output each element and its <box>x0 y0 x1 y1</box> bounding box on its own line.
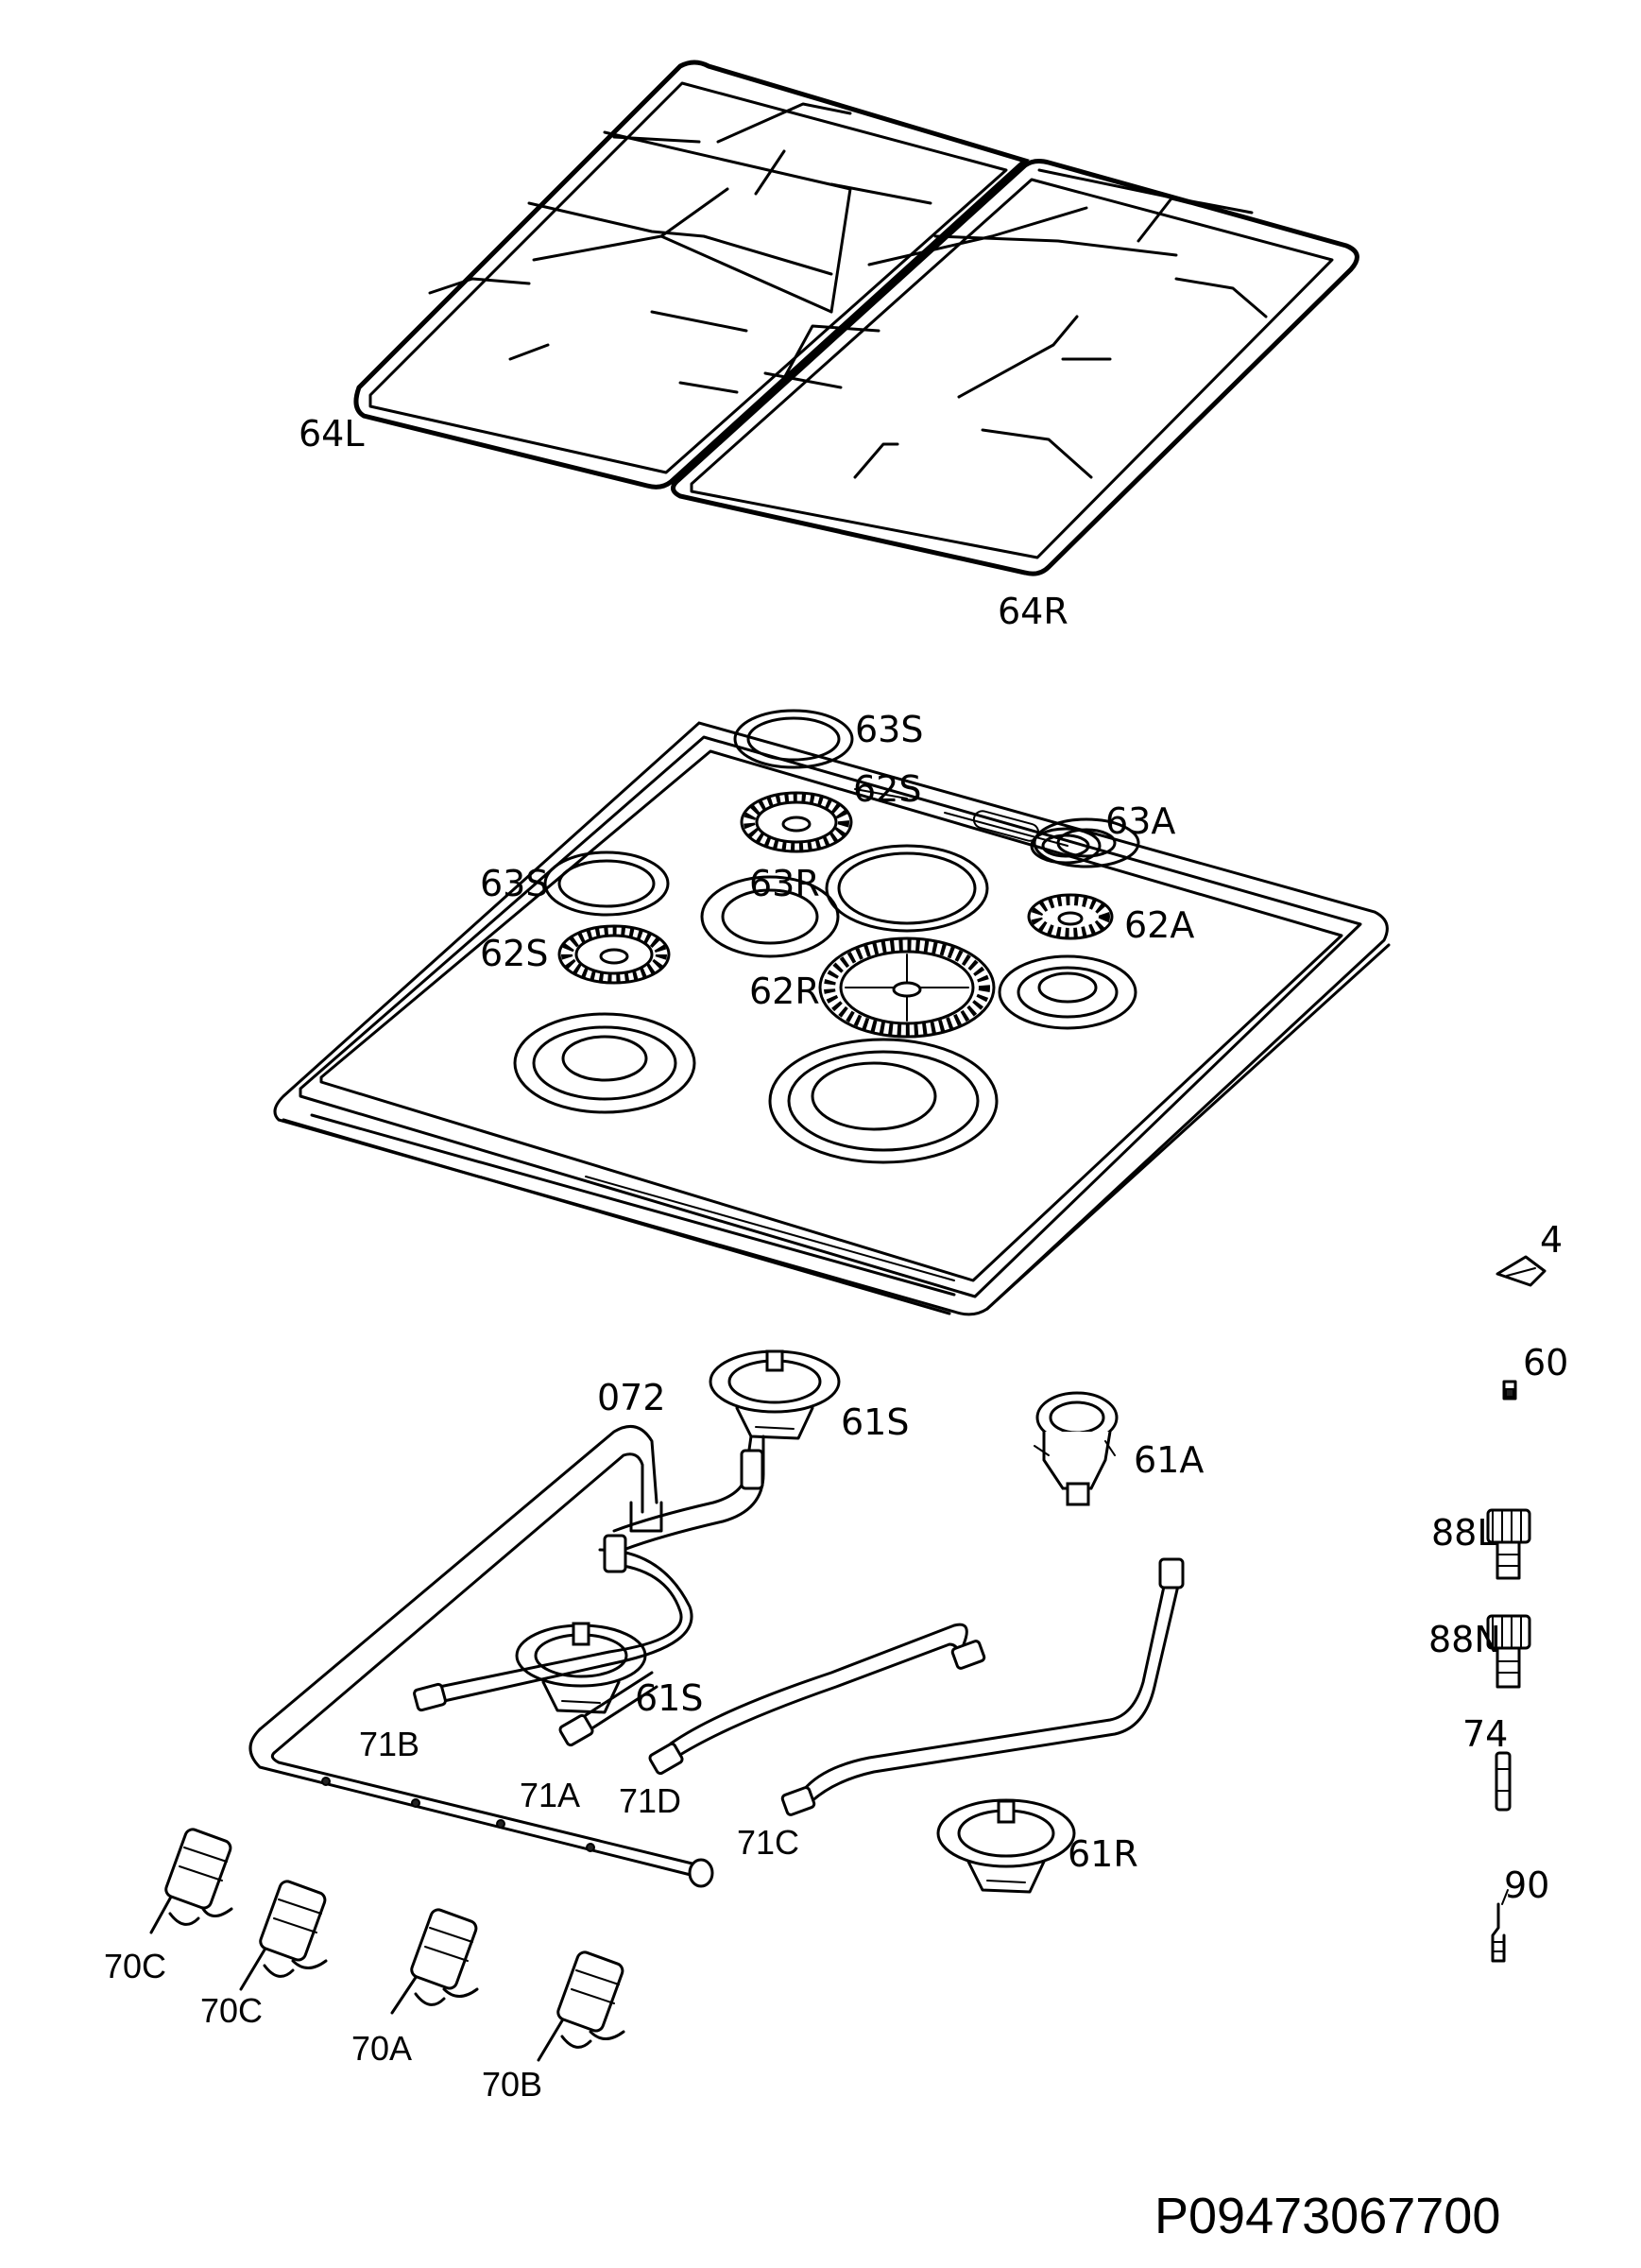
gas-tap-70a[interactable] <box>390 1908 479 2015</box>
callout-4: 4 <box>1540 1219 1563 1261</box>
callout-072: 072 <box>597 1377 666 1418</box>
callout-70a: 70A <box>351 2029 412 2068</box>
callout-70c-1: 70C <box>104 1947 166 1985</box>
pan-support-grid-right[interactable] <box>671 159 1359 576</box>
hob-top-panel[interactable] <box>273 721 1391 1316</box>
burner-seat-back-center <box>700 875 840 958</box>
burner-crown-62s-top[interactable] <box>740 791 853 853</box>
spark-plug-90[interactable] <box>1491 1889 1509 1963</box>
callout-88l: 88L <box>1431 1512 1497 1554</box>
gas-tap-70b[interactable] <box>537 1950 625 2062</box>
gas-pipe-71a[interactable] <box>558 1671 658 1747</box>
gas-adapter-88l[interactable] <box>1486 1508 1531 1580</box>
thermocouple-74[interactable] <box>1495 1751 1512 1812</box>
callout-71c: 71C <box>737 1823 799 1862</box>
clip-part-60[interactable] <box>1502 1380 1517 1400</box>
callout-64l: 64L <box>299 413 365 455</box>
callout-70c-2: 70C <box>200 1991 263 2030</box>
callout-71b: 71B <box>359 1725 419 1763</box>
burner-base-61s-middle[interactable] <box>515 1622 647 1714</box>
callout-74: 74 <box>1462 1713 1508 1755</box>
burner-base-61a[interactable] <box>1034 1391 1119 1506</box>
pan-support-grid-left[interactable] <box>353 60 1030 490</box>
gas-pipe-71c[interactable] <box>780 1557 1185 1816</box>
callout-90: 90 <box>1504 1864 1549 1906</box>
callout-71a: 71A <box>520 1776 580 1814</box>
gas-pipe-71b[interactable] <box>413 1534 693 1712</box>
burner-crown-62r[interactable] <box>818 936 996 1039</box>
burner-crown-62s-left[interactable] <box>557 924 671 985</box>
callout-62a: 62A <box>1124 904 1194 946</box>
burner-seat-back-right <box>1033 817 1140 868</box>
callout-70b: 70B <box>482 2065 542 2104</box>
gas-tap-70c-2[interactable] <box>239 1880 328 1991</box>
callout-61s-middle: 61S <box>635 1677 703 1719</box>
callout-62r: 62R <box>749 971 820 1012</box>
callout-61a: 61A <box>1134 1439 1204 1481</box>
callout-61r: 61R <box>1068 1833 1138 1875</box>
callout-88n: 88N <box>1428 1619 1501 1660</box>
callout-62s-left: 62S <box>480 933 548 974</box>
burner-cap-63s-left[interactable] <box>543 850 670 917</box>
gas-pipe-71d[interactable] <box>648 1623 986 1776</box>
burner-base-61s-top[interactable] <box>709 1349 841 1440</box>
gas-pipe-upper-to-61s[interactable] <box>612 1435 765 1552</box>
burner-cap-63r[interactable] <box>825 844 989 933</box>
callout-60: 60 <box>1523 1342 1568 1383</box>
gas-tap-70c-1[interactable] <box>149 1828 233 1934</box>
burner-seat-front-left <box>513 1012 696 1114</box>
burner-base-61r[interactable] <box>936 1798 1076 1894</box>
burner-cap-63s-top[interactable] <box>733 709 854 769</box>
document-number: P09473067700 <box>1154 2188 1500 2244</box>
callout-63a: 63A <box>1105 800 1175 842</box>
callout-61s-top: 61S <box>841 1401 909 1443</box>
screw-part-4[interactable] <box>1496 1255 1547 1287</box>
callout-64r: 64R <box>998 591 1068 632</box>
callout-62s-top: 62S <box>853 768 921 810</box>
burner-seat-right <box>998 954 1137 1030</box>
callout-63r: 63R <box>749 863 820 904</box>
callout-63s-left: 63S <box>480 863 548 904</box>
gas-adapter-88n[interactable] <box>1486 1614 1531 1689</box>
burner-crown-62a[interactable] <box>1027 893 1114 940</box>
callout-63s-top: 63S <box>855 709 923 750</box>
burner-cap-63a[interactable] <box>1030 827 1102 865</box>
burner-seat-front-right <box>768 1038 999 1164</box>
callout-71d: 71D <box>619 1781 681 1820</box>
